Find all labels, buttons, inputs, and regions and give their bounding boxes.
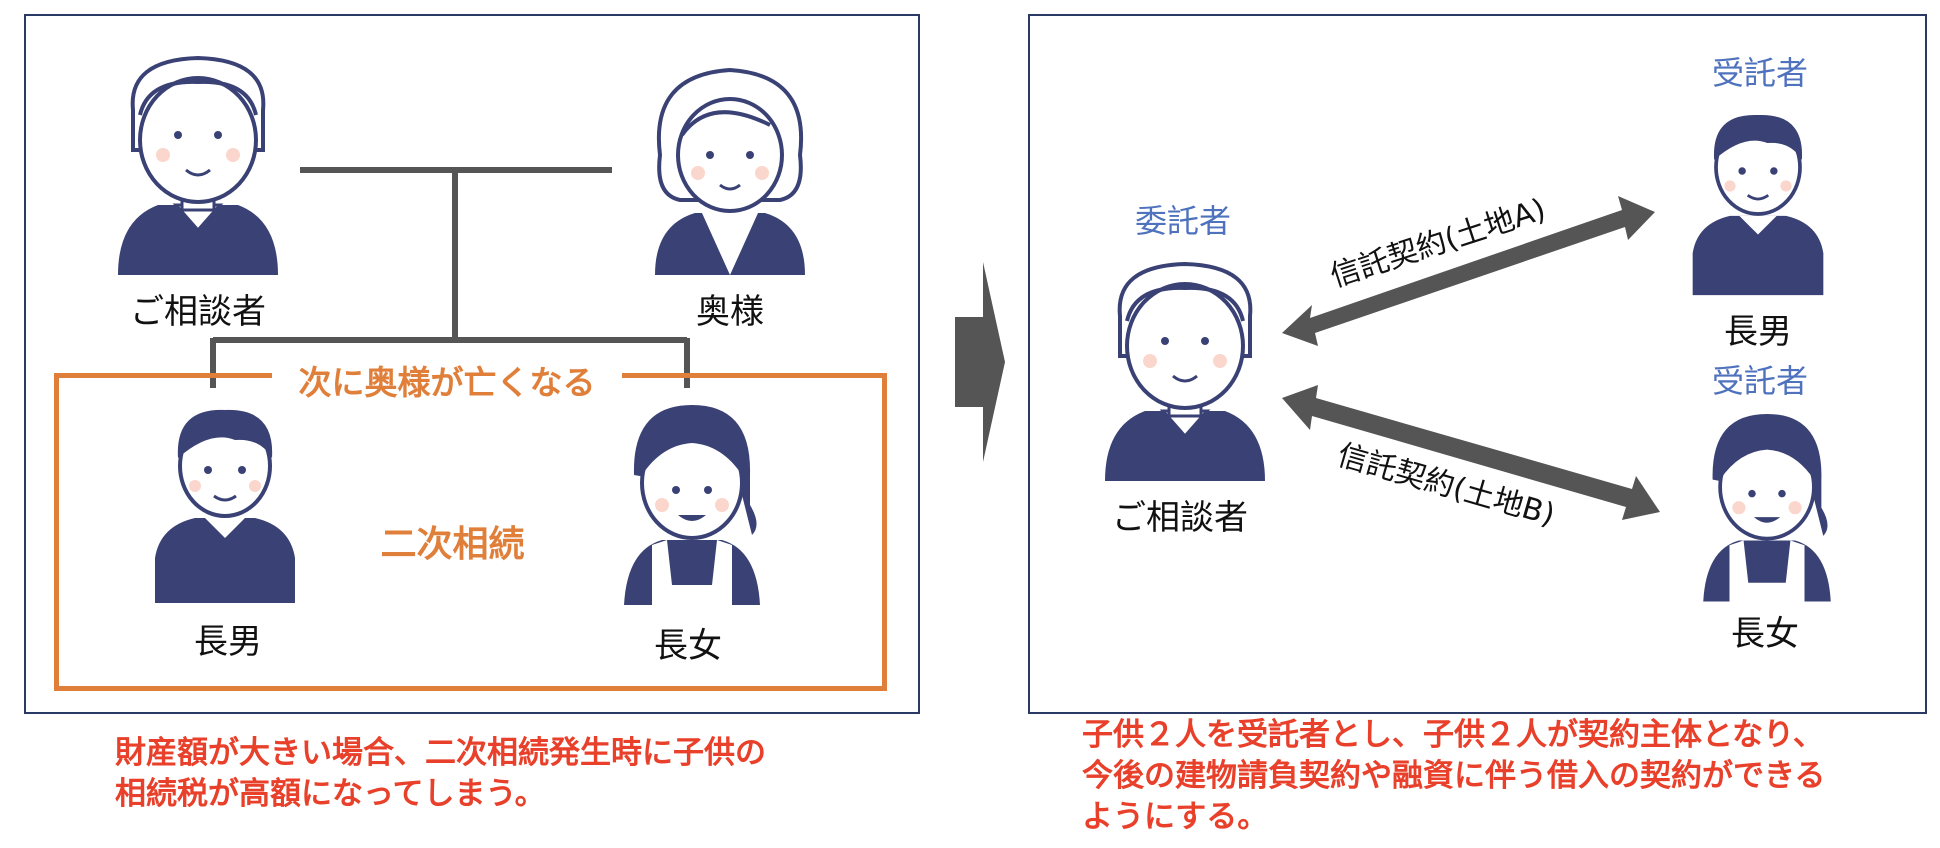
- son-icon-left: [155, 409, 295, 603]
- consultant-label-right: ご相談者: [1112, 498, 1248, 538]
- left-caption-line-2: 相続税が高額になってしまう。: [115, 776, 546, 812]
- daughter-icon-right: [1703, 413, 1831, 602]
- inheritance-label: 二次相続: [380, 524, 525, 565]
- trustor-elderly-man-icon: [1105, 261, 1265, 481]
- son-label-left: 長男: [194, 622, 262, 662]
- trustor-role-label: 委託者: [1134, 202, 1231, 240]
- trustee-role-label-2: 受託者: [1711, 362, 1808, 400]
- left-caption: 財産額が大きい場合、二次相続発生時に子供の 相続税が高額になってしまう。: [115, 733, 915, 815]
- daughter-label-left: 長女: [654, 626, 722, 666]
- trustee-role-label-1: 受託者: [1711, 54, 1808, 92]
- contract-a-arrow-icon: [1282, 196, 1655, 346]
- elderly-woman-icon: [655, 67, 805, 275]
- right-caption-line-1: 子供２人を受託者とし、子供２人が契約主体となり、: [1082, 717, 1824, 753]
- event-label: 次に奥様が亡くなる: [272, 356, 622, 404]
- right-caption-line-3: ようにする。: [1082, 799, 1269, 835]
- transition-arrow-icon: [955, 262, 1005, 462]
- consultant-label-left: ご相談者: [130, 292, 266, 332]
- daughter-label-right: 長女: [1731, 614, 1799, 654]
- wife-label: 奥様: [696, 292, 764, 332]
- left-caption-line-1: 財産額が大きい場合、二次相続発生時に子供の: [115, 735, 766, 771]
- son-icon-right: [1692, 114, 1824, 296]
- daughter-icon-left: [624, 405, 760, 605]
- elderly-man-icon: [118, 55, 278, 275]
- contract-b-arrow-icon: [1282, 385, 1660, 520]
- right-caption: 子供２人を受託者とし、子供２人が契約主体となり、 今後の建物請負契約や融資に伴う…: [1082, 715, 1932, 838]
- right-caption-line-2: 今後の建物請負契約や融資に伴う借入の契約ができる: [1082, 758, 1826, 794]
- son-label-right: 長男: [1724, 312, 1792, 352]
